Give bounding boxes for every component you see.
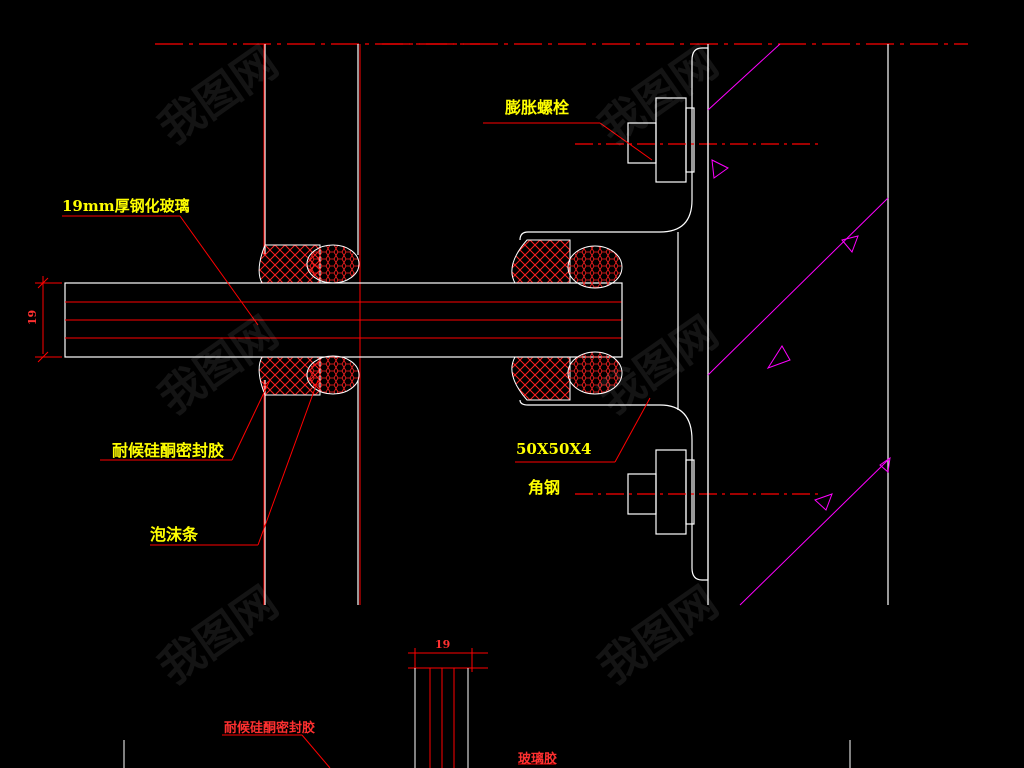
dim-side [35,276,62,363]
glass-fin [264,44,359,605]
dimension-side: 19 [26,309,40,326]
label-expansion-bolt: 膨胀螺栓 [505,98,570,117]
label-foam-strip: 泡沫条 [150,525,199,544]
label-tempered-glass: 19mm厚钢化玻璃 [62,197,190,215]
label-silicone-sealant: 耐候硅酮密封胶 [112,441,225,460]
label-bottom-sealant: 耐候硅酮密封胶 [224,721,316,736]
sealant-left [258,244,360,396]
dimension-top: 19 [435,638,451,651]
lower-section [123,648,851,768]
leaders [62,122,653,546]
sealant-right [511,239,623,401]
expansion-bolt-bottom [575,449,820,535]
label-angle-steel: 角钢 [528,478,561,497]
concrete-wall [707,43,891,606]
glass-fin-red [263,44,361,605]
angle-steel [519,47,709,581]
label-bottom-glass-glue: 玻璃胶 [518,752,558,767]
label-angle-size: 50X50X4 [516,440,592,458]
horizontal-glass [64,282,623,358]
